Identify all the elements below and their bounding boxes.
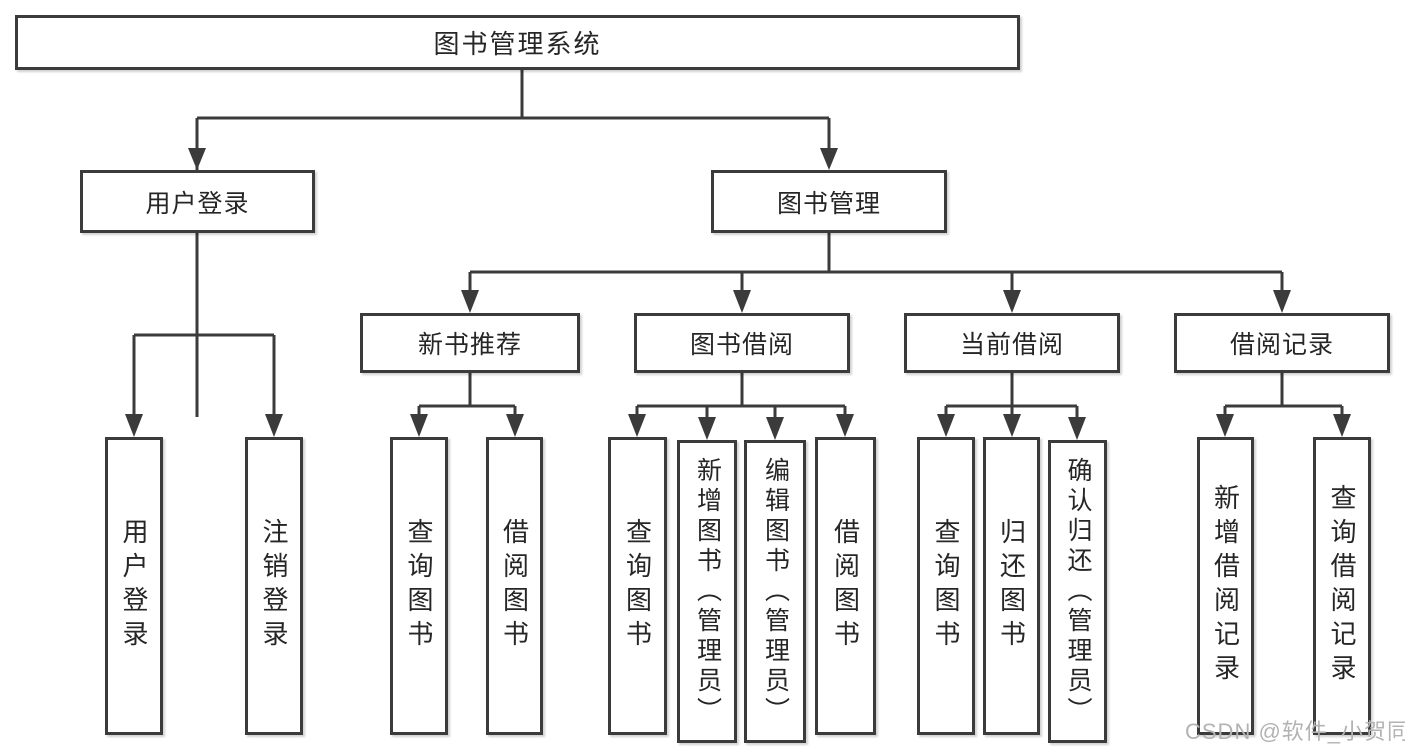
node-book-borrowing: 图书借阅 — [634, 313, 850, 373]
arrowhead — [410, 414, 428, 437]
node-query-books: 查询图书 — [917, 437, 975, 735]
node-user-login: 用户登录 — [105, 437, 163, 735]
node-borrow-books: 借阅图书 — [486, 437, 543, 735]
node-library-system: 图书管理系统 — [15, 15, 1020, 70]
arrowhead — [836, 414, 854, 437]
arrowhead — [820, 148, 838, 170]
node-borrowing-records: 借阅记录 — [1174, 313, 1390, 373]
arrowhead — [461, 290, 479, 313]
arrowhead — [188, 148, 206, 170]
csdn-watermark: CSDN @软件_小贺同学 — [1185, 719, 1405, 744]
arrowhead — [698, 417, 716, 440]
node-confirm-return-admin: 确认归还（管理员） — [1048, 440, 1107, 743]
arrowhead — [937, 414, 955, 437]
node-query-books: 查询图书 — [608, 437, 667, 735]
arrowhead — [1068, 417, 1086, 440]
arrowhead — [1003, 290, 1021, 313]
arrowhead — [1003, 414, 1021, 437]
arrowhead — [733, 290, 751, 313]
node-current-borrowing: 当前借阅 — [904, 313, 1120, 373]
node-user-login-branch: 用户登录 — [80, 170, 315, 233]
node-book-management: 图书管理 — [711, 170, 947, 233]
arrowhead — [125, 414, 143, 437]
node-add-borrow-record: 新增借阅记录 — [1197, 437, 1254, 735]
node-new-book-recommend: 新书推荐 — [360, 313, 580, 373]
node-logout: 注销登录 — [245, 437, 303, 735]
arrowhead — [1333, 414, 1351, 437]
node-edit-book-admin: 编辑图书（管理员） — [744, 440, 806, 743]
arrowhead — [1216, 414, 1234, 437]
arrowhead — [766, 417, 784, 440]
arrowhead — [1273, 290, 1291, 313]
arrowhead — [265, 414, 283, 437]
node-return-books: 归还图书 — [983, 437, 1040, 735]
node-query-borrow-record: 查询借阅记录 — [1313, 437, 1371, 735]
arrowhead — [506, 414, 524, 437]
arrowhead — [628, 414, 646, 437]
node-borrow-books: 借阅图书 — [815, 437, 876, 735]
node-query-books: 查询图书 — [390, 437, 448, 735]
node-add-book-admin: 新增图书（管理员） — [677, 440, 737, 743]
